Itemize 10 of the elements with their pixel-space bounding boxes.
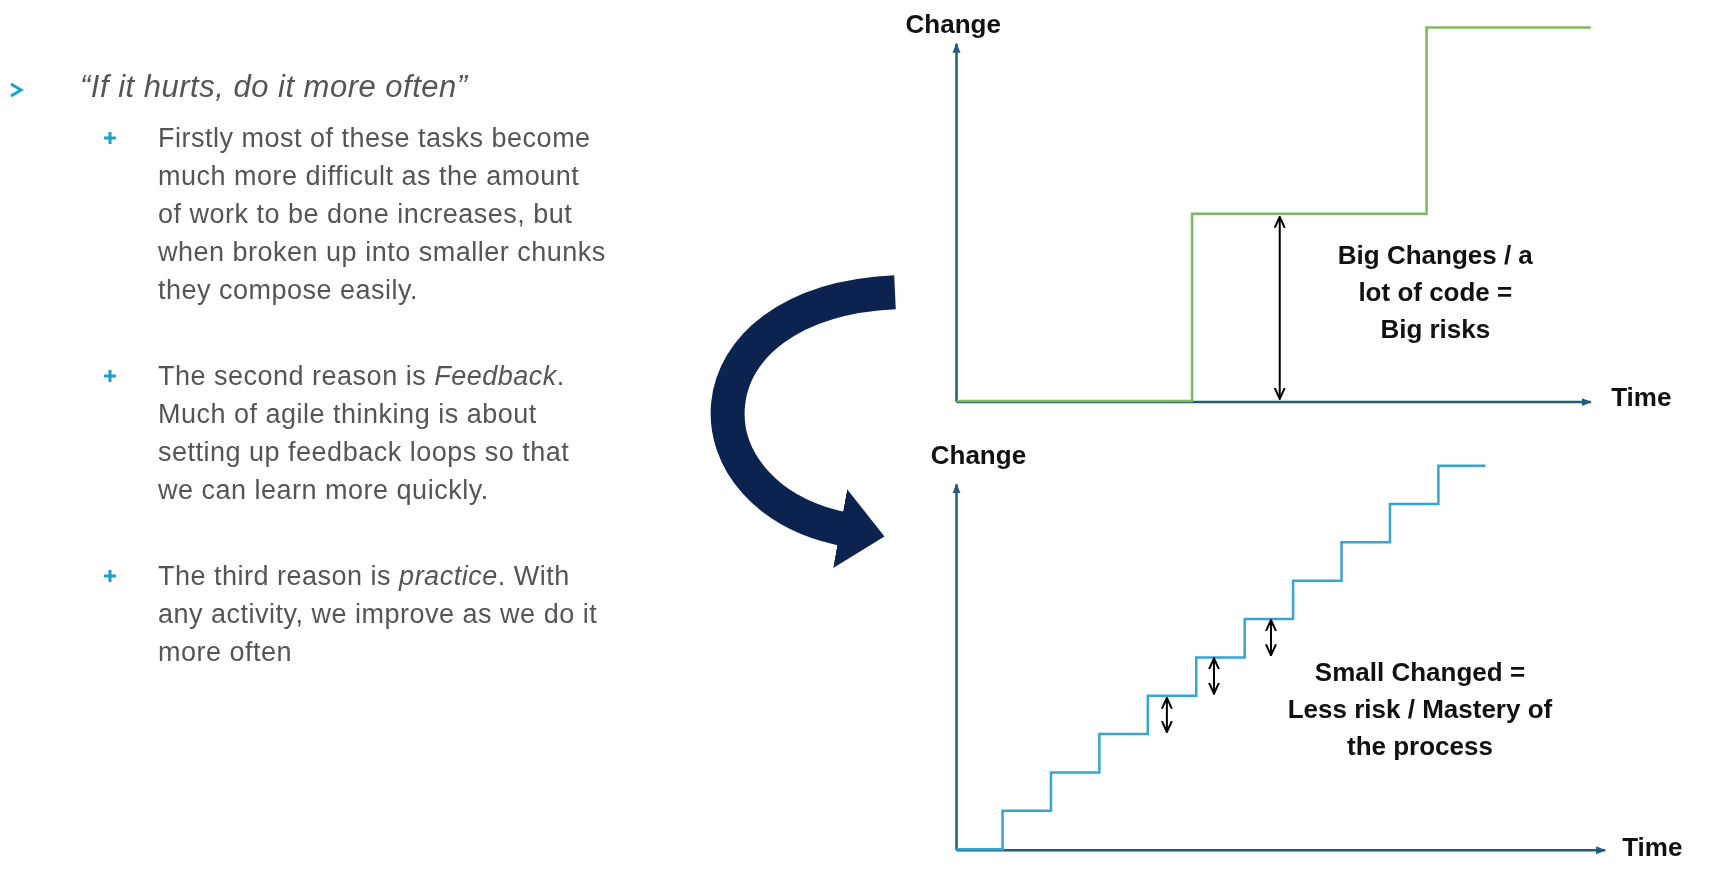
axis-label: Time — [1621, 830, 1684, 864]
axis-label: Time — [1610, 380, 1673, 414]
chart-annotation: Small Changed = Less risk / Mastery of the process — [1286, 655, 1554, 763]
axis-label: Change — [904, 8, 1002, 42]
axis-label: Change — [929, 438, 1028, 472]
bullet-text: Firstly most of these tasks become much more difficult as the amount of work to be done increases, but when broken up into smaller chunks they compose easily. — [158, 122, 607, 307]
bullet-text: The second reason is Feedback. Much of agile thinking is about setting up feedback loops so that we can learn more quickly. — [158, 360, 571, 507]
bullet-text: The third reason is practice. With any activity, we improve as we do it more often — [158, 560, 599, 669]
chart-annotation: Big Changes / a lot of code = Big risks — [1336, 239, 1534, 347]
quote-heading: “If it hurts, do it more often” — [80, 68, 469, 106]
